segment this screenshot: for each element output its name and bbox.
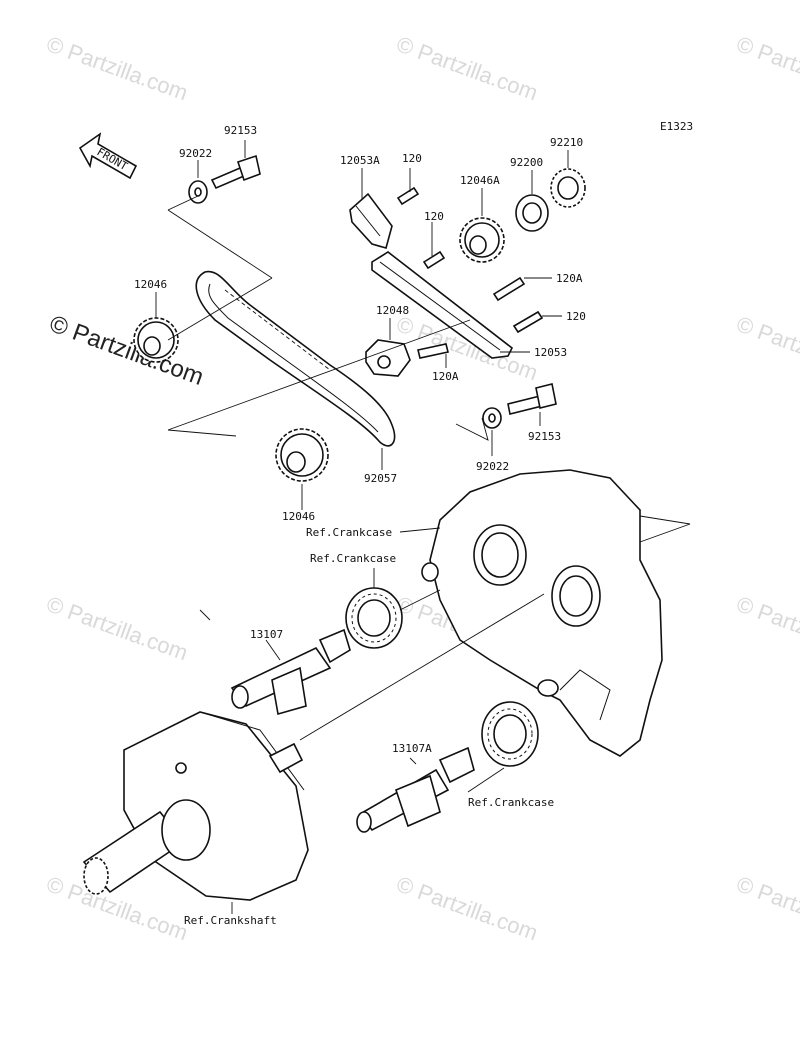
- watermark: © Partzilla.com: [733, 591, 800, 665]
- label-ref-crankshaft: Ref.Crankshaft: [184, 914, 277, 927]
- bearing-lower: [481, 701, 539, 767]
- sprocket-12046-bottom: [275, 428, 329, 482]
- watermark: © Partzilla.com: [43, 591, 191, 665]
- label-12053: 12053: [534, 346, 567, 359]
- label-120-a: 120: [402, 152, 422, 165]
- label-12046-left: 12046: [134, 278, 167, 291]
- watermark: © Partzilla.com: [733, 871, 800, 945]
- watermark-main: © Partzilla.com: [46, 310, 207, 391]
- crankcase: [421, 469, 663, 757]
- label-92153-top: 92153: [224, 124, 257, 137]
- label-12046-bottom: 12046: [282, 510, 315, 523]
- label-ref-crankcase-2: Ref.Crankcase: [310, 552, 396, 565]
- label-92210: 92210: [550, 136, 583, 149]
- label-13107: 13107: [250, 628, 283, 641]
- bolt-120-c: [512, 310, 544, 334]
- bolt-92153-bottom: [507, 383, 557, 415]
- svg-text:FRONT: FRONT: [95, 145, 131, 173]
- label-120-b: 120: [424, 210, 444, 223]
- bearing-upper: [345, 587, 403, 649]
- label-120A-b: 120A: [432, 370, 459, 383]
- label-92200: 92200: [510, 156, 543, 169]
- bolt-120-a: [396, 186, 420, 206]
- label-92022-bottom: 92022: [476, 460, 509, 473]
- cam-chain: [195, 270, 396, 447]
- chain-guide-12053: [371, 251, 514, 359]
- part-labels: 92153 92022 12053A 120 12046A 92200 9221…: [134, 124, 586, 927]
- shaft-13107: [230, 628, 351, 716]
- nut-92210: [550, 168, 586, 208]
- label-12053A: 12053A: [340, 154, 380, 167]
- leader-lines: [155, 140, 691, 914]
- front-arrow-icon: FRONT: [78, 132, 138, 180]
- sprocket-12046A: [459, 217, 505, 263]
- tensioner-guide-12053A: [349, 192, 393, 249]
- label-120-c: 120: [566, 310, 586, 323]
- watermark: © Partzilla.com: [733, 311, 800, 385]
- bolt-120-b: [422, 250, 446, 270]
- label-120A-a: 120A: [556, 272, 583, 285]
- bolt-92153-top: [210, 154, 261, 190]
- label-12048: 12048: [376, 304, 409, 317]
- watermark: © Partzilla.com: [43, 31, 191, 105]
- watermark: © Partzilla.com: [393, 871, 541, 945]
- bolt-120A-b: [417, 343, 449, 359]
- watermark: © Partzilla.com: [393, 31, 541, 105]
- washer-92022-top: [188, 180, 208, 204]
- watermark: © Partzilla.com: [733, 31, 800, 105]
- bolts: [396, 186, 544, 359]
- tensioner-12048: [365, 339, 411, 377]
- crankshaft: [82, 711, 309, 901]
- label-92022-top: 92022: [179, 147, 212, 160]
- label-92153-bottom: 92153: [528, 430, 561, 443]
- sprocket-12046-left: [133, 317, 179, 363]
- shaft-13107A: [356, 746, 475, 833]
- label-ref-crankcase-1: Ref.Crankcase: [306, 526, 392, 539]
- label-ref-crankcase-3: Ref.Crankcase: [468, 796, 554, 809]
- washer-92200: [515, 194, 549, 232]
- washer-92022-bottom: [482, 407, 502, 429]
- label-92057: 92057: [364, 472, 397, 485]
- label-13107A: 13107A: [392, 742, 432, 755]
- diagram-code: E1323: [660, 120, 693, 133]
- bolt-120A-a: [492, 276, 526, 302]
- label-12046A: 12046A: [460, 174, 500, 187]
